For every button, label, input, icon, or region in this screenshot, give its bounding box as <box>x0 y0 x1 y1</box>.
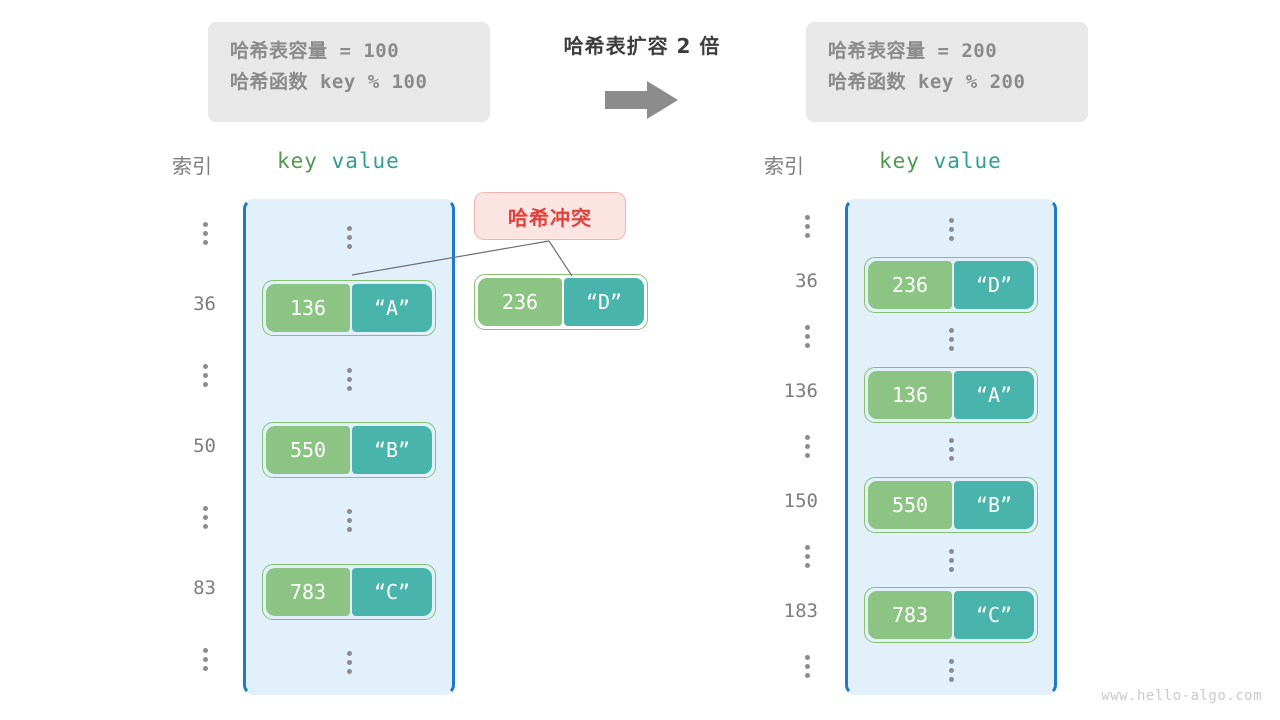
key-cell: 550 <box>266 425 350 474</box>
table-row-ellipsis <box>246 202 452 273</box>
ellipsis-icon <box>346 509 352 533</box>
value-cell: “A” <box>954 370 1034 419</box>
index-label: 183 <box>783 600 818 623</box>
ellipsis-icon <box>948 328 954 352</box>
key-cell: 550 <box>868 481 952 530</box>
ellipsis-icon <box>346 367 352 391</box>
value-cell: “C” <box>352 567 432 616</box>
entry-pair[interactable]: 550“B” <box>262 421 436 478</box>
table-row[interactable]: 783“C” <box>246 556 452 627</box>
value-cell: “C” <box>954 591 1034 640</box>
table-row[interactable]: 236“D” <box>848 256 1054 313</box>
index-ellipsis-icon <box>194 647 216 671</box>
entry-pair[interactable]: 550“B” <box>864 477 1038 534</box>
left-key-header: key <box>277 149 318 173</box>
left-kv-header: key value <box>277 149 400 173</box>
key-cell: 136 <box>868 370 952 419</box>
key-cell: 783 <box>266 567 350 616</box>
table-row-ellipsis <box>848 643 1054 698</box>
ellipsis-icon <box>948 438 954 462</box>
right-arrow-icon <box>530 78 754 122</box>
index-label: 36 <box>193 293 216 316</box>
index-label: 36 <box>795 269 818 292</box>
left-value-header: value <box>331 149 400 173</box>
right-value-header: value <box>933 149 1002 173</box>
ellipsis-icon <box>948 658 954 682</box>
key-cell: 236 <box>868 260 952 309</box>
collision-value-cell: “D” <box>564 278 644 326</box>
table-row-ellipsis <box>848 422 1054 477</box>
right-kv-header: key value <box>879 149 1002 173</box>
key-cell: 783 <box>868 591 952 640</box>
entry-pair[interactable]: 136“A” <box>864 366 1038 423</box>
right-key-header: key <box>879 149 920 173</box>
table-row-ellipsis <box>848 202 1054 257</box>
entry-pair[interactable]: 783“C” <box>262 563 436 620</box>
table-row[interactable]: 136“A” <box>848 366 1054 423</box>
index-ellipsis-icon <box>194 505 216 529</box>
table-row-ellipsis <box>848 312 1054 367</box>
table-row-ellipsis <box>246 627 452 698</box>
table-row[interactable]: 783“C” <box>848 587 1054 644</box>
index-ellipsis-icon <box>796 545 818 569</box>
left-info-box: 哈希表容量 = 100 哈希函数 key % 100 <box>208 22 490 122</box>
right-index-header: 索引 <box>764 154 804 178</box>
page-title: 哈希表扩容 2 倍 <box>563 34 721 58</box>
value-cell: “B” <box>954 481 1034 530</box>
left-hash-table: 136“A” 550“B” 783“C” <box>243 199 455 695</box>
index-ellipsis-icon <box>194 222 216 246</box>
table-row-ellipsis <box>848 533 1054 588</box>
entry-pair[interactable]: 136“A” <box>262 280 436 337</box>
entry-pair[interactable]: 783“C” <box>864 587 1038 644</box>
ellipsis-icon <box>346 651 352 675</box>
table-row-ellipsis <box>246 485 452 556</box>
value-cell: “B” <box>352 425 432 474</box>
entry-pair[interactable]: 236“D” <box>864 256 1038 313</box>
key-cell: 136 <box>266 284 350 333</box>
value-cell: “A” <box>352 284 432 333</box>
index-label: 136 <box>783 379 818 402</box>
index-label: 150 <box>783 490 818 513</box>
index-ellipsis-icon <box>194 364 216 388</box>
collision-badge: 哈希冲突 <box>474 192 626 240</box>
left-hash-function-line: 哈希函数 key % 100 <box>230 71 428 93</box>
collision-entry-pair[interactable]: 236 “D” <box>474 274 648 330</box>
table-row[interactable]: 550“B” <box>848 477 1054 534</box>
ellipsis-icon <box>948 218 954 242</box>
collision-key-cell: 236 <box>478 278 562 326</box>
ellipsis-icon <box>346 225 352 249</box>
index-label: 83 <box>193 576 216 599</box>
right-hash-function-line: 哈希函数 key % 200 <box>828 71 1026 93</box>
index-ellipsis-icon <box>796 324 818 348</box>
ellipsis-icon <box>948 548 954 572</box>
left-capacity-line: 哈希表容量 = 100 <box>230 40 400 62</box>
index-ellipsis-icon <box>796 435 818 458</box>
table-row[interactable]: 550“B” <box>246 415 452 486</box>
right-info-box: 哈希表容量 = 200 哈希函数 key % 200 <box>806 22 1088 122</box>
index-ellipsis-icon <box>796 214 818 238</box>
value-cell: “D” <box>954 260 1034 309</box>
right-hash-table: 236“D” 136“A” 550“B” 783“C” <box>845 199 1057 695</box>
table-row-ellipsis <box>246 344 452 415</box>
watermark: www.hello-algo.com <box>1101 688 1262 704</box>
left-index-header: 索引 <box>172 154 212 178</box>
table-row[interactable]: 136“A” <box>246 273 452 344</box>
index-label: 50 <box>193 435 216 457</box>
index-ellipsis-icon <box>796 655 818 679</box>
right-capacity-line: 哈希表容量 = 200 <box>828 40 998 62</box>
